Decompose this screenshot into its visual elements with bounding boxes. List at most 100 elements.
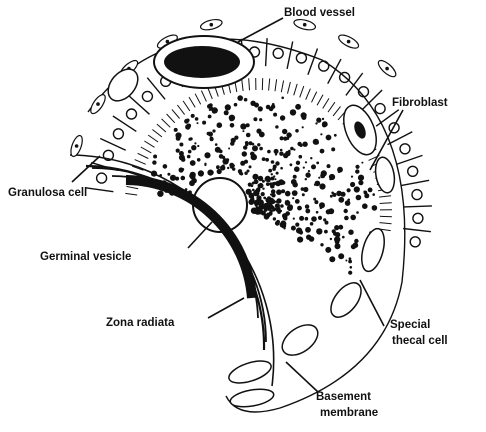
granulosa-nucleus [400, 144, 410, 154]
ooplasm-dot [275, 201, 277, 203]
ooplasm-dot [287, 200, 289, 202]
ooplasm-dot [179, 167, 184, 172]
ooplasm-dot [350, 215, 356, 221]
ooplasm-dot [316, 211, 319, 214]
granulosa-cell-wall [308, 49, 318, 75]
ooplasm-dot [283, 153, 288, 158]
theca-outermost-boundary [88, 39, 405, 412]
zona-striation [323, 98, 329, 108]
ooplasm-dot [372, 193, 375, 196]
ooplasm-dot [276, 198, 281, 203]
ooplasm-dot [293, 149, 295, 151]
theca-cell-nucleus [347, 40, 351, 44]
ooplasm-dot [278, 211, 281, 214]
ooplasm-dot [295, 199, 300, 204]
ooplasm-dot [215, 147, 221, 153]
ooplasm-dot [264, 213, 266, 215]
ooplasm-dot [323, 218, 326, 221]
zona-striation [306, 89, 311, 100]
ooplasm-dot [342, 236, 345, 239]
ooplasm-dot [335, 243, 341, 249]
ooplasm-dot [283, 216, 287, 220]
ooplasm-dot [302, 142, 307, 147]
ooplasm-dot [305, 209, 310, 214]
granulosa-nucleus [296, 53, 306, 63]
zona-striation [333, 106, 340, 116]
ooplasm-dot [287, 205, 293, 211]
zona-striation [189, 97, 195, 107]
ooplasm-dot [258, 200, 264, 206]
label-zona-radiata: Zona radiata [106, 317, 175, 329]
ooplasm-dot [256, 195, 261, 200]
granulosa-cell-layer [86, 38, 432, 247]
ooplasm-dot [242, 130, 244, 132]
ooplasm-dot [356, 195, 362, 201]
ooplasm-dot [266, 182, 270, 186]
zona-striation [208, 88, 213, 99]
ooplasm-dot [368, 188, 373, 193]
ooplasm-dot [350, 182, 355, 187]
ooplasm-dot [188, 150, 192, 154]
ooplasm-dot [175, 132, 181, 138]
ooplasm-dot [272, 103, 275, 106]
ooplasm-dot [299, 155, 303, 159]
ooplasm-dot [246, 133, 251, 138]
ooplasm-dot [259, 132, 265, 138]
ooplasm-dot [252, 145, 258, 151]
ooplasm-dot [364, 193, 369, 198]
theca-cell-nucleus [210, 23, 214, 27]
ooplasm-dot [220, 165, 225, 170]
ooplasm-dot [190, 160, 196, 166]
ooplasm-dot [257, 143, 260, 146]
ooplasm-dot [286, 137, 289, 140]
ooplasm-dot [269, 210, 272, 213]
zona-striation [167, 114, 175, 123]
ooplasm-dot [345, 260, 347, 262]
leader-special-thecal-cell [360, 280, 384, 326]
ooplasm-dot [319, 183, 325, 189]
ooplasm-dot [362, 203, 368, 209]
special-thecal-cell-shape [229, 386, 275, 409]
ooplasm-dot [320, 207, 323, 210]
ooplasm-dot [311, 164, 316, 169]
ooplasm-dot [281, 97, 284, 100]
ooplasm-dot [291, 179, 297, 185]
granulosa-nucleus [375, 104, 385, 114]
ooplasm-dot [330, 195, 333, 198]
ooplasm-dot [204, 152, 210, 158]
ooplasm-dot [257, 187, 261, 191]
ooplasm-dot [179, 143, 183, 147]
ooplasm-dot [271, 182, 275, 186]
ooplasm-dot [308, 170, 310, 172]
theca-cell-nucleus [303, 23, 307, 27]
ooplasm-dot [191, 145, 196, 150]
ooplasm-dot [305, 161, 307, 163]
ooplasm-dot [345, 200, 351, 206]
label-granulosa-cell: Granulosa cell [8, 187, 87, 199]
zona-striation [148, 135, 158, 142]
ooplasm-dot [191, 114, 195, 118]
ooplasm-dot [259, 118, 262, 121]
ooplasm-dot [212, 107, 218, 113]
ooplasm-dot [351, 176, 353, 178]
ooplasm-dot [281, 189, 285, 193]
ooplasm-dot [355, 169, 359, 173]
ooplasm-dot [163, 164, 168, 169]
granulosa-cell-wall [100, 139, 125, 151]
ooplasm-dot [230, 123, 235, 128]
ooplasm-dot [174, 128, 178, 132]
ooplasm-dot [305, 178, 307, 180]
ooplasm-dot [194, 142, 196, 144]
ooplasm-dot [305, 204, 309, 208]
ooplasm-dot [271, 177, 275, 181]
ooplasm-dot [215, 143, 218, 146]
ooplasm-dot [314, 184, 316, 186]
ooplasm-dot [272, 167, 276, 171]
ooplasm-dot [291, 226, 296, 231]
zona-striation [380, 223, 392, 224]
ooplasm-dot [269, 204, 274, 209]
zona-striation [281, 81, 283, 93]
label-germinal-vesicle: Germinal vesicle [40, 251, 131, 263]
ooplasm-dot [273, 217, 276, 220]
ooplasm-dot [311, 216, 317, 222]
